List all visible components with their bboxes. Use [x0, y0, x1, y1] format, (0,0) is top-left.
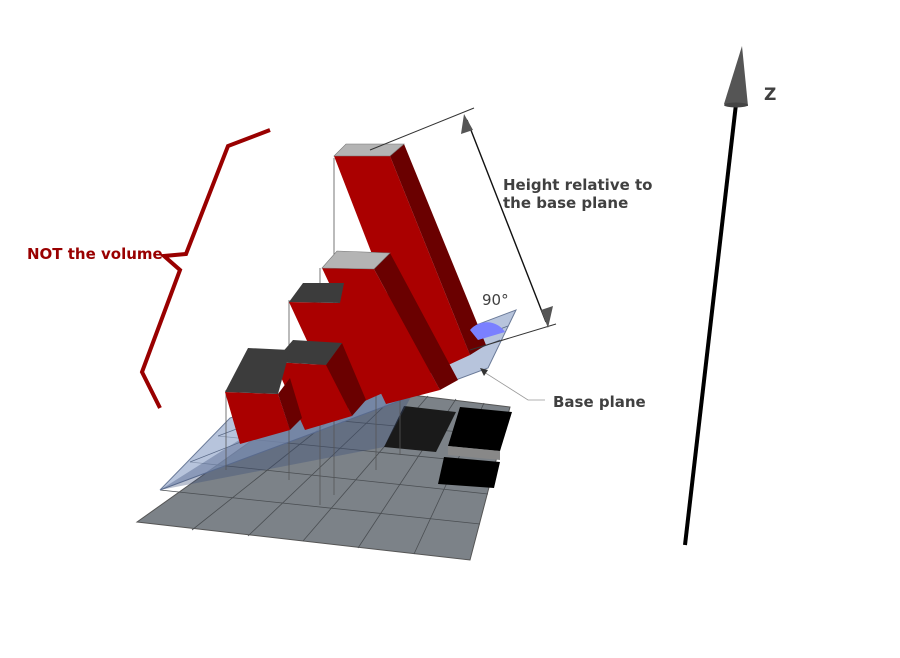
z-axis-label: Z: [764, 85, 777, 105]
black-tiles: [384, 406, 512, 488]
angle-label: 90°: [482, 291, 509, 309]
right-angle-marker: [470, 322, 505, 340]
height-dimension-arrow: [369, 107, 557, 351]
base-plane-label: Base plane: [553, 393, 646, 411]
base-plane-leader: [480, 368, 545, 401]
red-bars: [225, 143, 486, 444]
not-volume-label: NOT the volume: [27, 245, 163, 263]
height-label-line1: Height relative to: [503, 176, 653, 194]
not-volume-brace: [139, 128, 271, 409]
z-axis-arrow: [683, 46, 748, 546]
height-label-line2: the base plane: [503, 194, 629, 212]
